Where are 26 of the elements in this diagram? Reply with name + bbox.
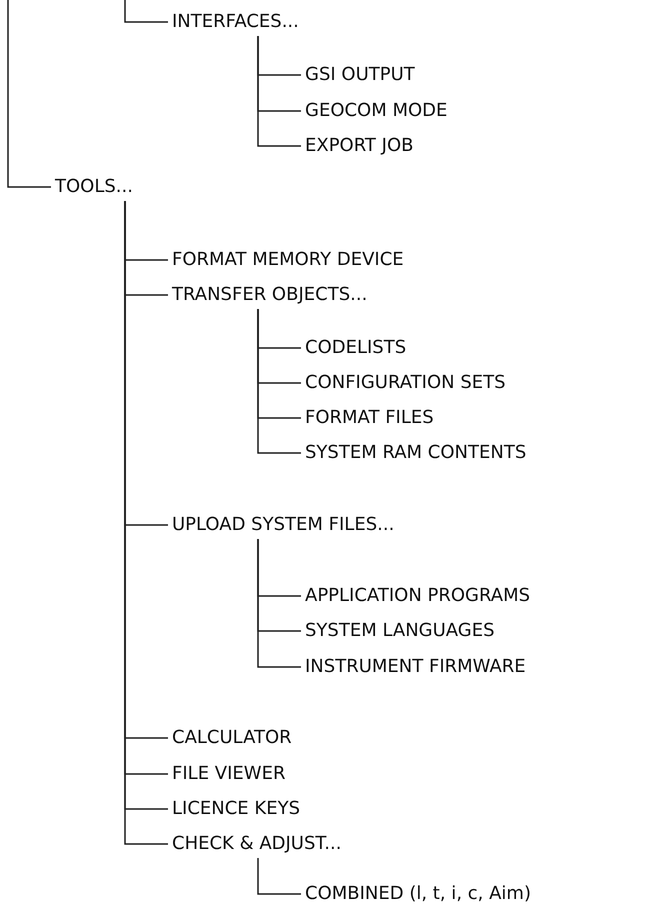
menu-item: TRANSFER OBJECTS...: [172, 283, 368, 307]
menu-item: SYSTEM RAM CONTENTS: [305, 441, 526, 465]
menu-item: CALCULATOR: [172, 726, 292, 750]
menu-item: CODELISTS: [305, 336, 406, 360]
menu-item: TOOLS...: [55, 175, 133, 199]
menu-item: INSTRUMENT FIRMWARE: [305, 655, 526, 679]
menu-item: GSI OUTPUT: [305, 63, 415, 87]
tree-connector: [257, 309, 301, 454]
menu-item: CHECK & ADJUST...: [172, 832, 342, 856]
menu-item: CONFIGURATION SETS: [305, 371, 506, 395]
tree-connector: [124, 0, 168, 23]
tree-connector: [7, 0, 51, 188]
menu-item: FILE VIEWER: [172, 762, 286, 786]
menu-item: FORMAT FILES: [305, 406, 434, 430]
menu-item: LICENCE KEYS: [172, 797, 300, 821]
menu-item: COMBINED (l, t, i, c, Aim): [305, 882, 531, 906]
menu-item: APPLICATION PROGRAMS: [305, 584, 530, 608]
menu-item: UPLOAD SYSTEM FILES...: [172, 513, 394, 537]
tree-connector: [257, 858, 301, 895]
menu-item: GEOCOM MODE: [305, 99, 448, 123]
menu-item: FORMAT MEMORY DEVICE: [172, 248, 404, 272]
menu-item: SYSTEM LANGUAGES: [305, 619, 495, 643]
tree-connector: [257, 539, 301, 668]
menu-item: EXPORT JOB: [305, 134, 414, 158]
tree-connector: [257, 36, 301, 147]
menu-item: INTERFACES...: [172, 10, 299, 34]
